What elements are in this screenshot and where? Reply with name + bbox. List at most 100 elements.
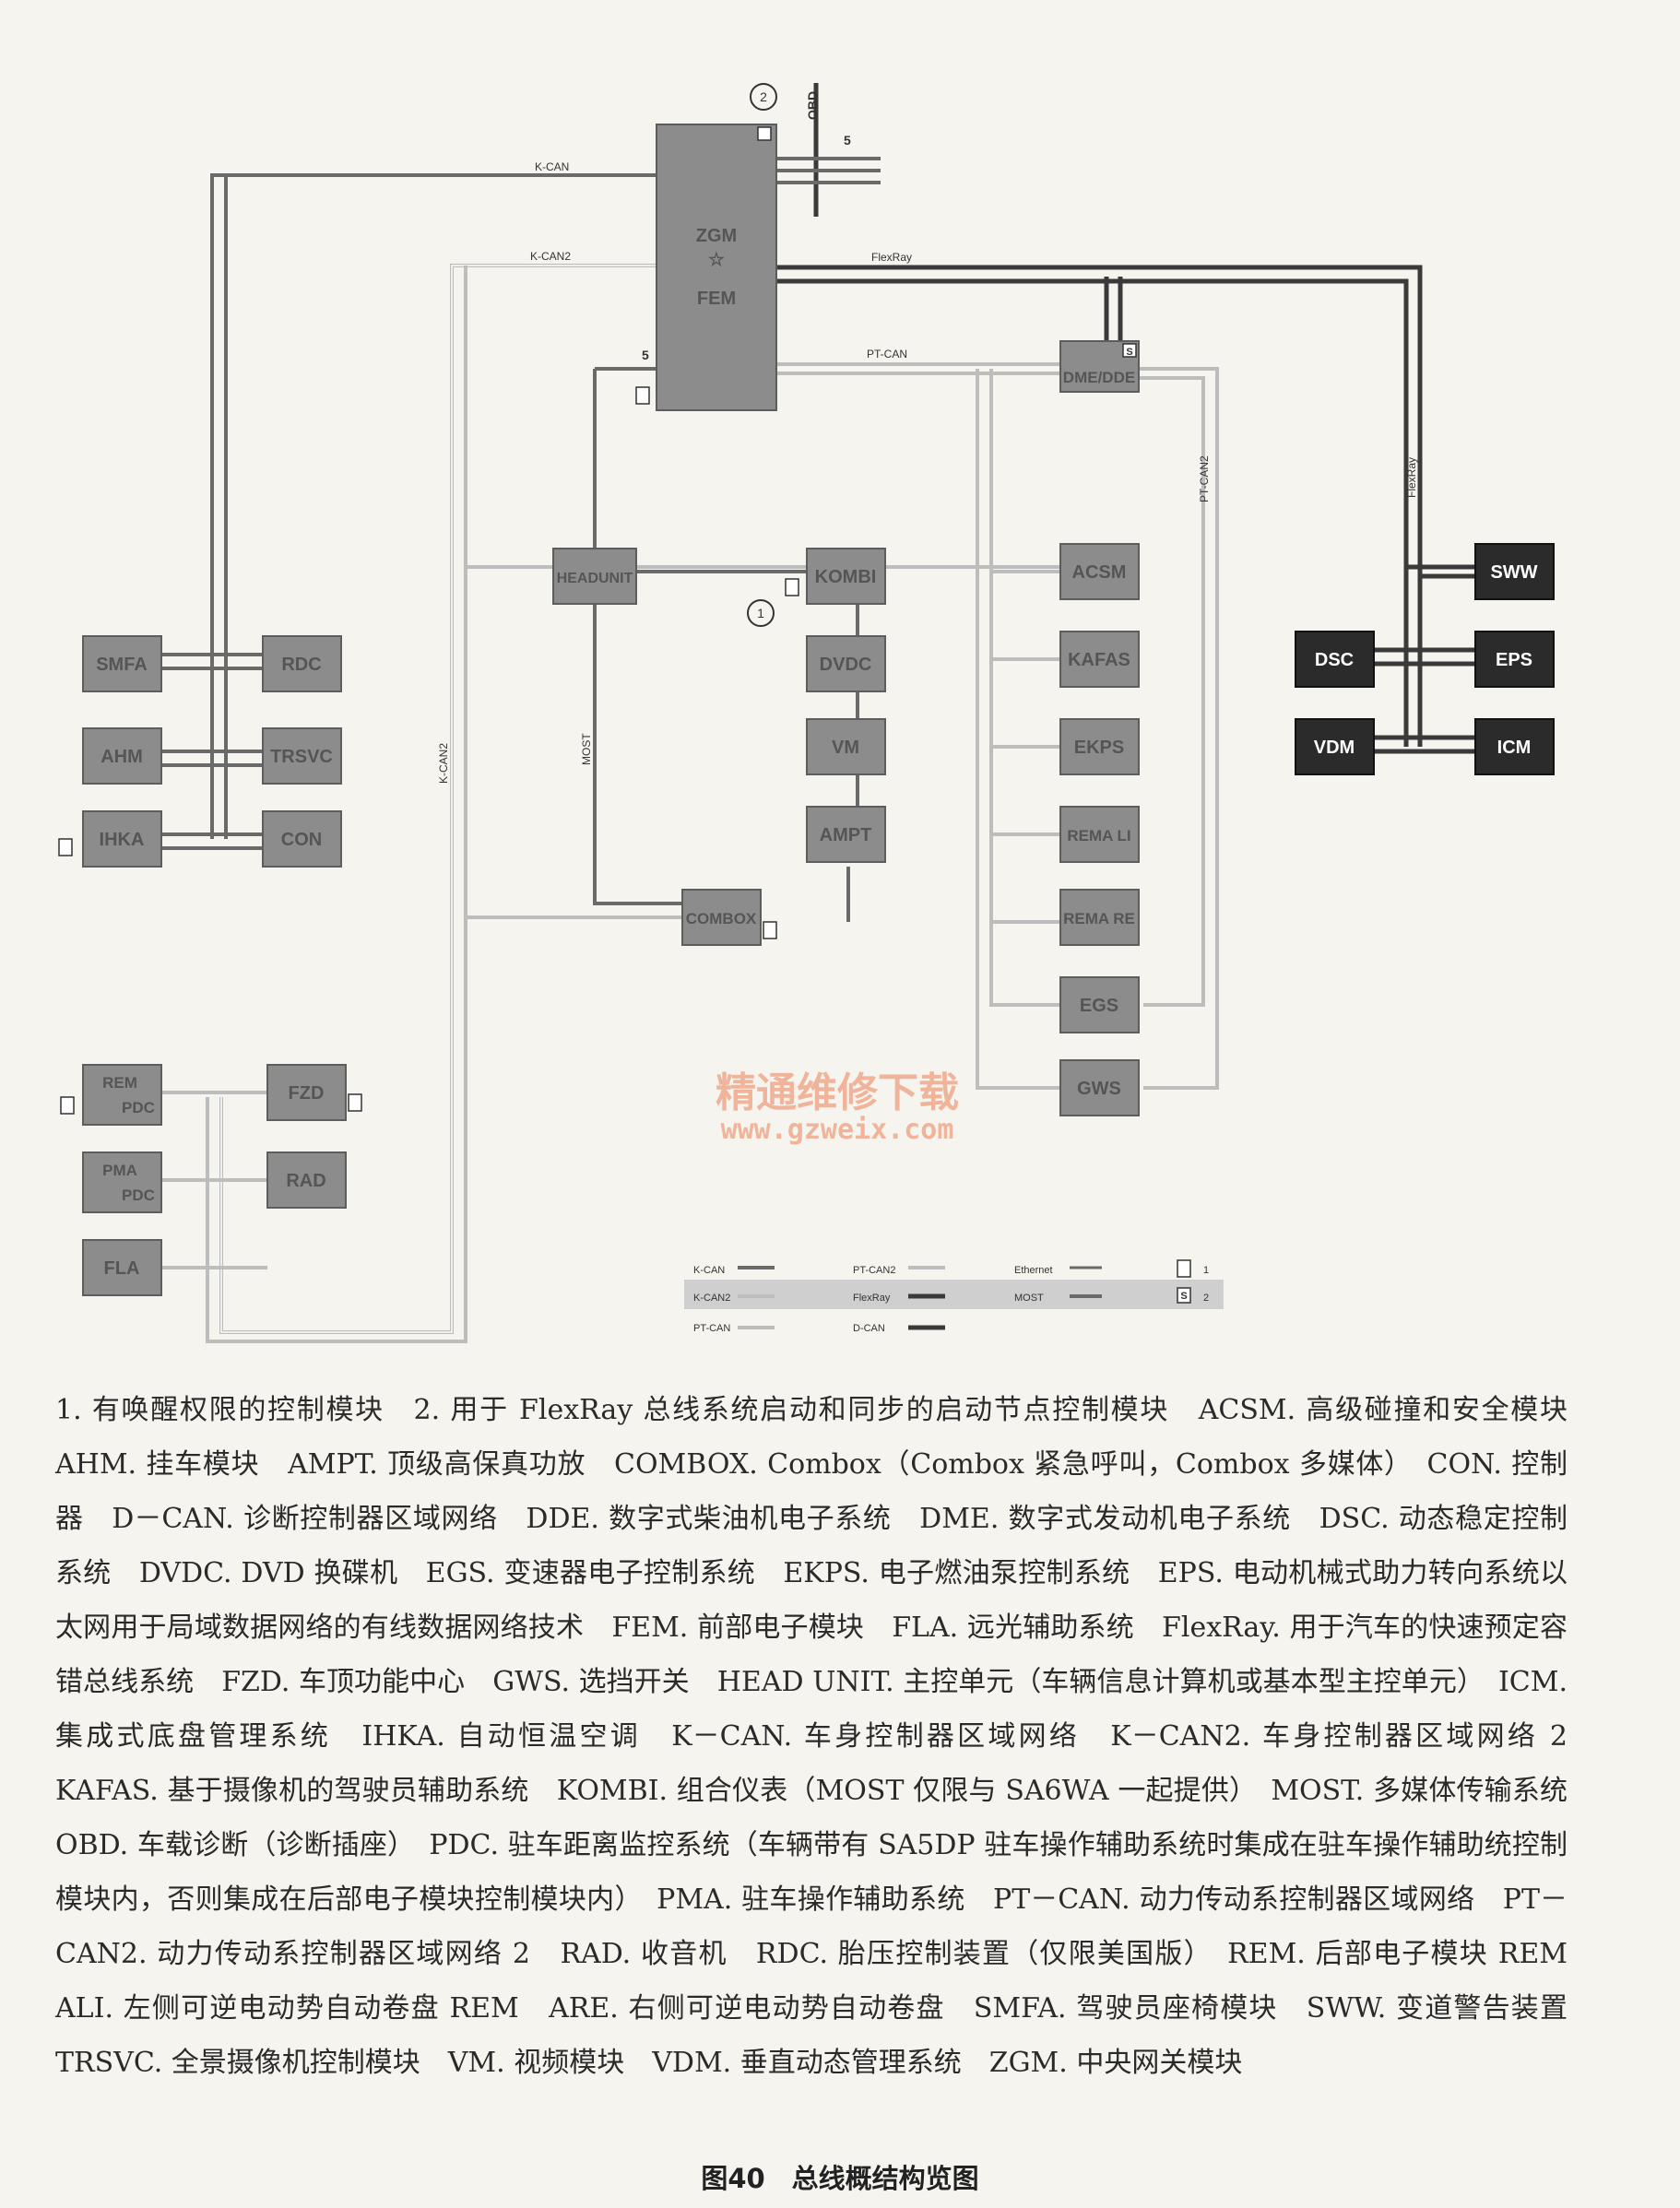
marker-5-obd: 5 bbox=[844, 133, 851, 148]
legend-k-can: K-CAN bbox=[693, 1265, 725, 1276]
rema-li-module bbox=[1059, 806, 1140, 863]
kombi-label: KOMBI bbox=[815, 567, 877, 587]
rema-li-label: REMA LI bbox=[1067, 827, 1130, 844]
watermark: 精通维修下载 www.gzweix.com bbox=[716, 1069, 959, 1146]
pt-can2-line bbox=[1139, 367, 1219, 1090]
dme-dde-label: DME/DDE bbox=[1063, 369, 1135, 386]
legend-pt-can2: PT-CAN2 bbox=[853, 1265, 895, 1276]
ihka-module bbox=[82, 810, 162, 868]
rema-re-module bbox=[1059, 889, 1140, 946]
legend-one: 1 bbox=[1203, 1265, 1209, 1276]
gws-label: GWS bbox=[1077, 1079, 1121, 1099]
ekps-module bbox=[1059, 718, 1140, 775]
marker-5-ethernet: 5 bbox=[642, 348, 649, 362]
rdc-label: RDC bbox=[281, 655, 321, 675]
fzd-module bbox=[266, 1064, 347, 1121]
ahm-module bbox=[82, 727, 162, 785]
ampt-label: AMPT bbox=[820, 825, 872, 845]
obd-label: OBD bbox=[805, 91, 820, 120]
flexray-vertical-label: FlexRay bbox=[1405, 457, 1418, 498]
headunit-label: HEADUNIT bbox=[557, 571, 633, 586]
ihka-label: IHKA bbox=[100, 830, 145, 850]
pt-can-label: PT-CAN bbox=[867, 348, 907, 360]
vm-module bbox=[806, 718, 886, 775]
legend: K-CAN K-CAN2 PT-CAN PT-CAN2 FlexRay D-CA… bbox=[684, 1259, 1224, 1334]
dvdc-label: DVDC bbox=[820, 655, 872, 675]
legend-ethernet: Ethernet bbox=[1014, 1265, 1053, 1276]
bus-network-diagram: ZGM ☆ FEM DME/DDE HEADUNIT KOMBI DVDC VM… bbox=[58, 83, 1555, 1343]
watermark-url: www.gzweix.com bbox=[721, 1114, 954, 1146]
vdm-module bbox=[1295, 718, 1375, 775]
k-can-line bbox=[210, 173, 657, 839]
rema-re-label: REMA RE bbox=[1063, 910, 1135, 927]
smfa-module bbox=[82, 635, 162, 692]
most-vertical-label: MOST bbox=[580, 733, 593, 765]
ampt-module bbox=[806, 806, 886, 863]
pdc-label-1: PDC bbox=[122, 1099, 155, 1116]
rem-pdc-module bbox=[82, 1064, 162, 1126]
sww-label: SWW bbox=[1490, 562, 1537, 583]
legend-startnode-icon bbox=[1177, 1287, 1191, 1304]
caption-text: 1. 有唤醒权限的控制模块 2. 用于 FlexRay 总线系统启动和同步的启动… bbox=[55, 1394, 1595, 2079]
legend-most: MOST bbox=[1014, 1293, 1044, 1304]
acsm-module bbox=[1059, 543, 1140, 600]
con-label: CON bbox=[281, 830, 322, 850]
pt-can2-label: PT-CAN2 bbox=[1198, 455, 1211, 502]
dsc-label: DSC bbox=[1315, 650, 1354, 670]
gws-module bbox=[1059, 1059, 1140, 1116]
egs-module bbox=[1059, 976, 1140, 1033]
s-badge-dme: S bbox=[1126, 347, 1132, 358]
ekps-label: EKPS bbox=[1074, 738, 1124, 758]
fzd-label: FZD bbox=[289, 1083, 325, 1104]
zgm-fem-module bbox=[656, 124, 777, 411]
legend-wakeup-icon bbox=[1177, 1259, 1191, 1278]
headunit-module bbox=[552, 548, 637, 605]
rad-label: RAD bbox=[286, 1171, 325, 1191]
pdc-label-2: PDC bbox=[122, 1187, 155, 1204]
trsvc-module bbox=[262, 727, 342, 785]
flexray-label: FlexRay bbox=[871, 251, 912, 264]
kafas-label: KAFAS bbox=[1068, 650, 1130, 670]
dsc-module bbox=[1295, 631, 1375, 688]
rdc-module bbox=[262, 635, 342, 692]
star-icon: ☆ bbox=[708, 250, 725, 270]
markers: 2 1 5 5 S bbox=[58, 83, 1137, 1115]
marker-1: 1 bbox=[757, 606, 764, 620]
modules: ZGM ☆ FEM DME/DDE HEADUNIT KOMBI DVDC VM… bbox=[82, 124, 1555, 1296]
kafas-module bbox=[1059, 631, 1140, 688]
pma-label: PMA bbox=[102, 1162, 137, 1179]
egs-label: EGS bbox=[1080, 996, 1118, 1016]
kombi-module bbox=[806, 548, 886, 605]
eps-module bbox=[1474, 631, 1555, 688]
dvdc-module bbox=[806, 635, 886, 692]
legend-flexray: FlexRay bbox=[853, 1293, 891, 1304]
fem-label: FEM bbox=[697, 289, 736, 309]
watermark-cn: 精通维修下载 bbox=[716, 1069, 959, 1116]
combox-label: COMBOX bbox=[686, 910, 757, 927]
icm-label: ICM bbox=[1497, 738, 1532, 758]
acsm-label: ACSM bbox=[1072, 562, 1127, 583]
flexray-line bbox=[775, 265, 1423, 747]
icm-module bbox=[1474, 718, 1555, 775]
vdm-label: VDM bbox=[1314, 738, 1355, 758]
bus-labels: K-CAN K-CAN2 FlexRay PT-CAN PT-CAN2 Flex… bbox=[437, 91, 1418, 784]
bus-lines bbox=[161, 83, 1475, 1343]
eps-label: EPS bbox=[1496, 650, 1532, 670]
legend-pt-can: PT-CAN bbox=[693, 1323, 730, 1334]
sww-module bbox=[1474, 543, 1555, 600]
k-can2-label: K-CAN2 bbox=[530, 250, 571, 263]
legend-two: 2 bbox=[1203, 1293, 1209, 1304]
con-module bbox=[262, 810, 342, 868]
legend-d-can: D-CAN bbox=[853, 1323, 885, 1334]
fla-label: FLA bbox=[104, 1258, 140, 1279]
combox-module bbox=[681, 889, 762, 946]
pma-pdc-module bbox=[82, 1151, 162, 1213]
figure-title: 图40 总线概结构览图 bbox=[701, 2163, 979, 2194]
most-line bbox=[593, 369, 682, 905]
trsvc-label: TRSVC bbox=[270, 747, 333, 767]
k-can2-vertical-label: K-CAN2 bbox=[437, 743, 450, 784]
caption-area: 1. 有唤醒权限的控制模块 2. 用于 FlexRay 总线系统启动和同步的启动… bbox=[55, 1383, 1595, 2167]
smfa-label: SMFA bbox=[96, 655, 148, 675]
legend-k-can2: K-CAN2 bbox=[693, 1293, 730, 1304]
rem-label: REM bbox=[102, 1074, 137, 1092]
